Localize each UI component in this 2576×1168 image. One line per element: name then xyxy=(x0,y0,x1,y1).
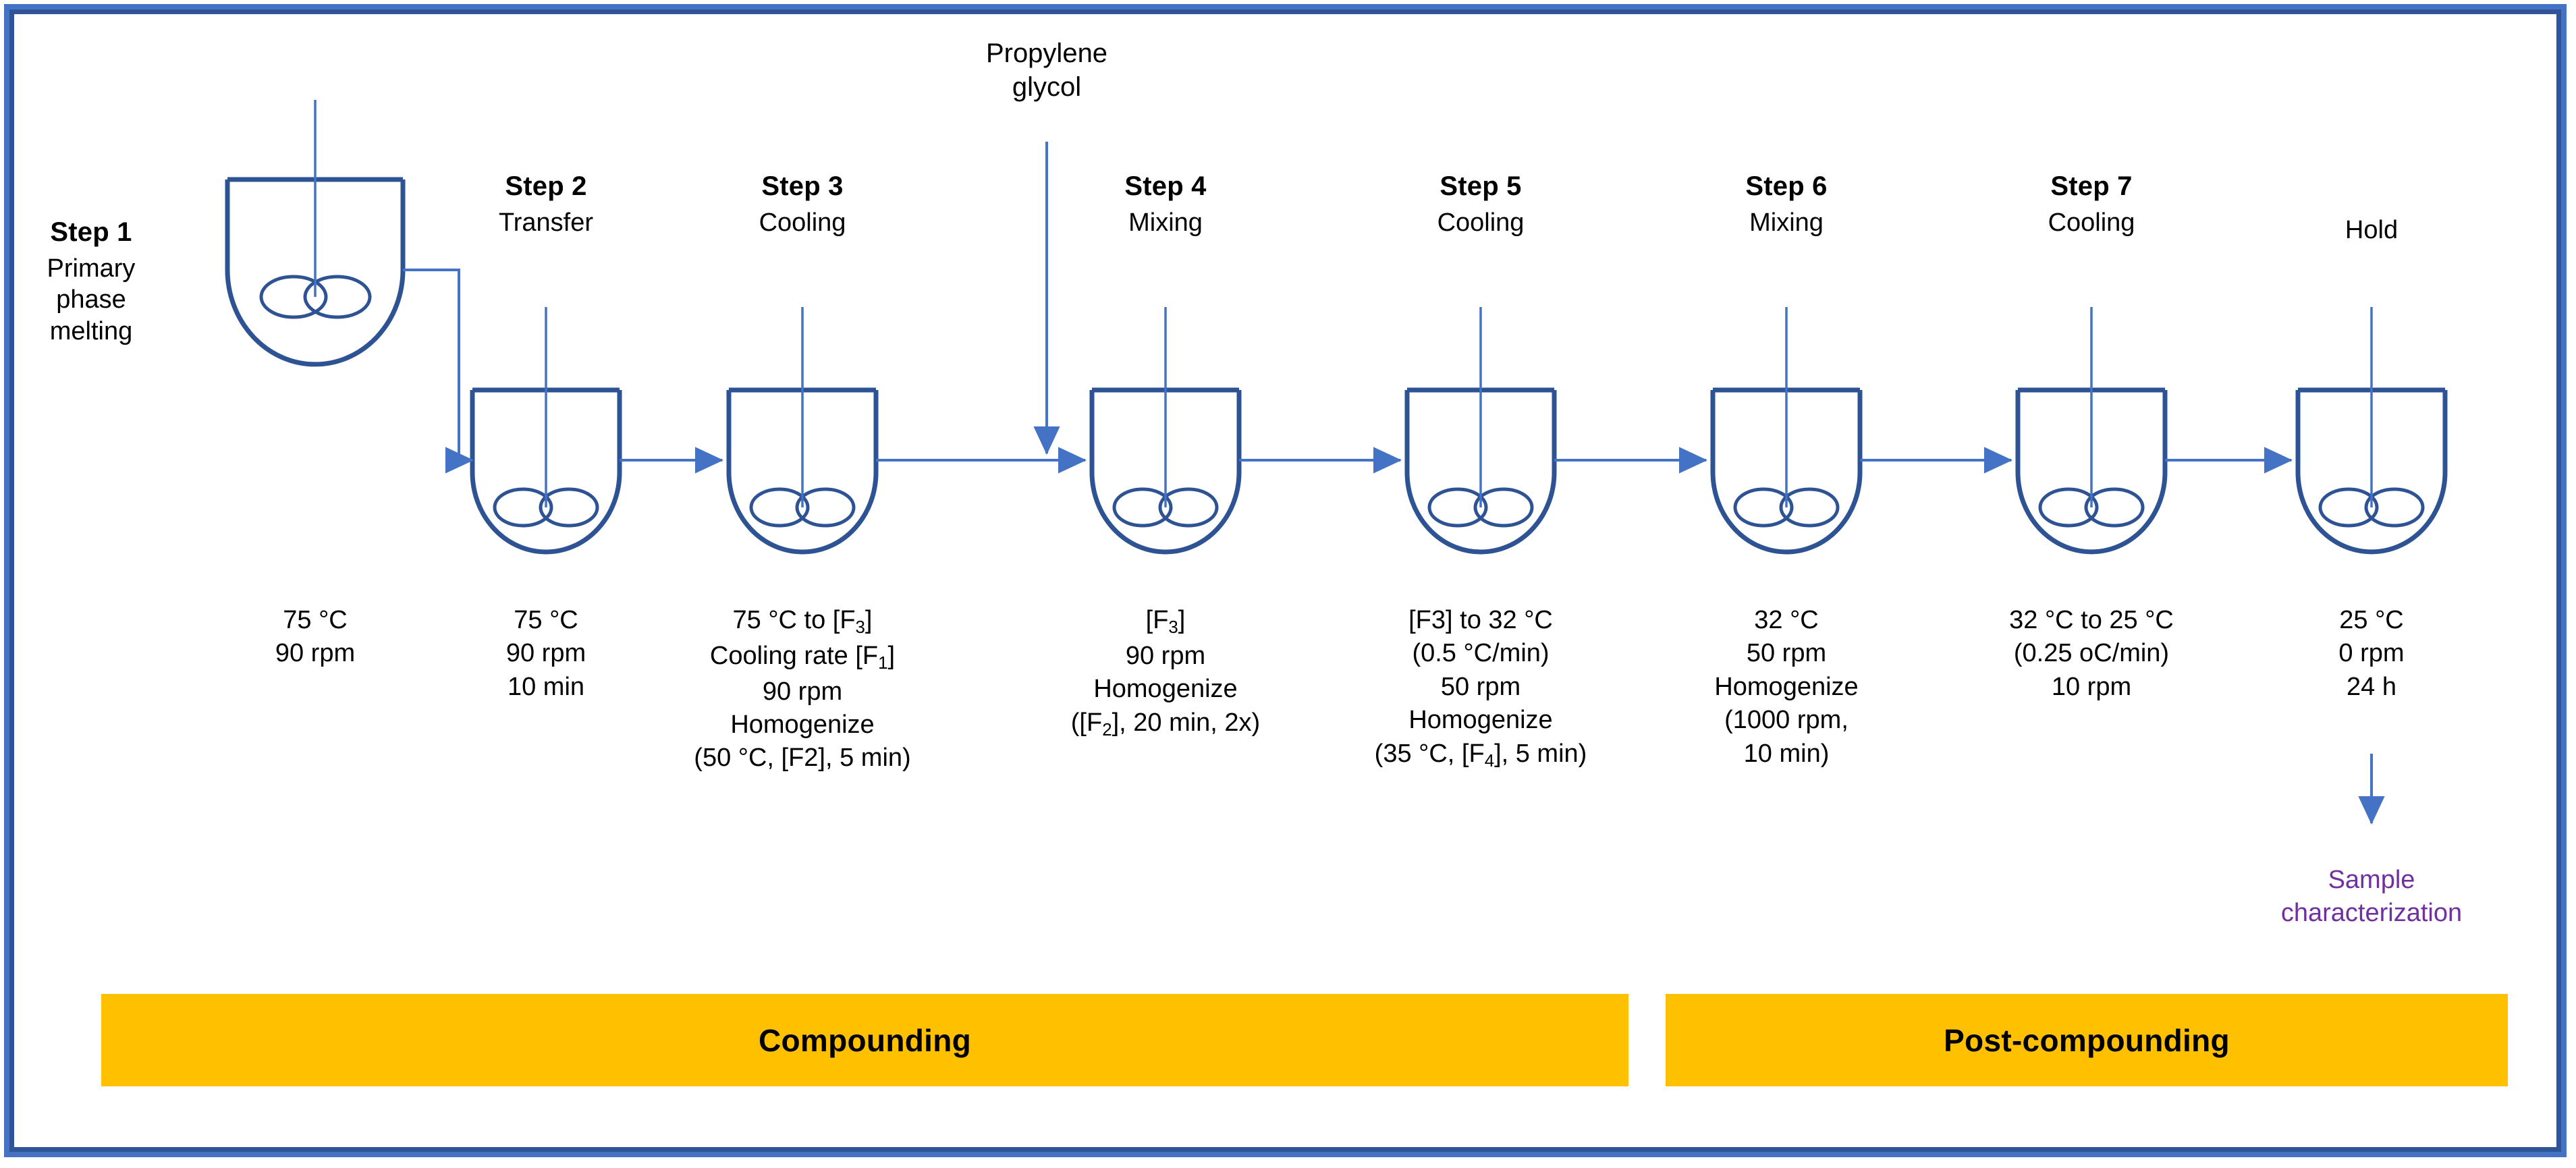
step-header-step-1: Step 1 Primary phase melting xyxy=(0,216,192,347)
params-step-5: [F3] to 32 °C (0.5 °C/min) 50 rpm Homoge… xyxy=(1312,604,1649,773)
params-step-7: 32 °C to 25 °C (0.25 oC/min) 10 rpm xyxy=(1950,604,2233,704)
vessel-step-6 xyxy=(1710,390,1863,555)
outer-frame-border xyxy=(4,4,2567,1157)
params-step-4: [F3] 90 rpm Homogenize ([F2], 20 min, 2x… xyxy=(1016,604,1315,742)
step-1-descriptor-line-2: phase xyxy=(56,285,126,314)
step-7-param-2: (0.25 oC/min) xyxy=(2013,639,2170,668)
outcome-line-2: characterization xyxy=(2280,898,2463,927)
params-step-1: 75 °C 90 rpm xyxy=(214,604,416,671)
step-3-number: Step 3 xyxy=(761,171,844,201)
step-3-param-1: 75 °C to [F3] xyxy=(732,606,873,638)
step-6-number: Step 6 xyxy=(1745,171,1828,201)
step-5-param-2: (0.5 °C/min) xyxy=(1412,639,1550,668)
step-header-step-3: Step 3 Cooling xyxy=(701,170,904,238)
outcome-sample-characterization: Sample characterization xyxy=(2203,864,2540,929)
stirrer-step-4 xyxy=(1112,487,1219,528)
step-3-param-2: Cooling rate [F1] xyxy=(709,641,896,673)
hold-param-2: 0 rpm xyxy=(2338,639,2405,668)
step-5-param-3: 50 rpm xyxy=(1440,672,1521,701)
vessel-hold xyxy=(2295,390,2448,555)
step-6-param-3: Homogenize xyxy=(1714,672,1859,701)
step-4-descriptor: Mixing xyxy=(1128,208,1203,237)
step-3-descriptor: Cooling xyxy=(759,208,846,237)
feed-label-propylene-glycol: Propylene glycol xyxy=(905,37,1188,104)
step-4-param-2: 90 rpm xyxy=(1125,641,1206,670)
stirrer-step-2 xyxy=(493,487,599,528)
hold-param-3: 24 h xyxy=(2347,672,2396,701)
step-4-param-1: [F3] xyxy=(1145,606,1186,638)
step-header-step-7: Step 7 Cooling xyxy=(1990,170,2193,238)
stirrer-hold xyxy=(2318,487,2425,528)
step-6-param-4: (1000 rpm, xyxy=(1724,706,1848,735)
step-header-step-6: Step 6 Mixing xyxy=(1685,170,1888,238)
step-1-param-2: 90 rpm xyxy=(275,639,356,668)
step-4-number: Step 4 xyxy=(1124,171,1207,201)
step-6-descriptor: Mixing xyxy=(1749,208,1824,237)
feed-label-line-2: glycol xyxy=(1012,72,1082,102)
hold-descriptor: Hold xyxy=(2345,216,2399,244)
step-2-param-1: 75 °C xyxy=(514,606,578,634)
step-header-step-4: Step 4 Mixing xyxy=(1064,170,1267,238)
step-1-number: Step 1 xyxy=(50,217,132,247)
step-3-param-3: 90 rpm xyxy=(762,677,843,706)
step-2-param-2: 90 rpm xyxy=(505,639,586,668)
params-hold: 25 °C 0 rpm 24 h xyxy=(2270,604,2473,704)
vessel-step-7 xyxy=(2015,390,2168,555)
step-2-number: Step 2 xyxy=(505,171,587,201)
step-5-param-1: [F3] to 32 °C xyxy=(1408,606,1553,634)
step-header-hold: Hold xyxy=(2270,215,2473,246)
step-1-descriptor-line-1: Primary xyxy=(47,254,136,283)
phase-banner-compounding-label: Compounding xyxy=(759,1022,971,1058)
step-header-step-2: Step 2 Transfer xyxy=(445,170,647,238)
step-3-param-4: Homogenize xyxy=(730,711,875,740)
step-1-descriptor-line-3: melting xyxy=(49,316,133,345)
stirrer-step-6 xyxy=(1733,487,1840,528)
outcome-line-1: Sample xyxy=(2328,866,2415,894)
step-6-param-2: 50 rpm xyxy=(1746,639,1827,668)
params-step-2: 75 °C 90 rpm 10 min xyxy=(445,604,647,704)
vessel-step-2 xyxy=(470,390,622,555)
step-header-step-5: Step 5 Cooling xyxy=(1379,170,1582,238)
params-step-6: 32 °C 50 rpm Homogenize (1000 rpm, 10 mi… xyxy=(1651,604,1921,771)
step-3-param-5: (50 °C, [F2], 5 min) xyxy=(694,744,911,773)
step-7-param-3: 10 rpm xyxy=(2051,672,2132,701)
stirrer-step-1 xyxy=(259,275,372,319)
hold-param-1: 25 °C xyxy=(2339,606,2404,634)
phase-banner-compounding: Compounding xyxy=(101,994,1628,1086)
inner-frame-border xyxy=(9,9,2561,1152)
stirrer-step-5 xyxy=(1427,487,1534,528)
params-step-3: 75 °C to [F3] Cooling rate [F1] 90 rpm H… xyxy=(653,604,952,775)
step-5-param-4: Homogenize xyxy=(1408,706,1553,735)
step-5-number: Step 5 xyxy=(1440,171,1522,201)
step-6-param-5: 10 min) xyxy=(1743,739,1830,768)
stirrer-step-3 xyxy=(749,487,856,528)
feed-label-line-1: Propylene xyxy=(985,38,1108,68)
step-7-descriptor: Cooling xyxy=(2048,208,2135,237)
vessel-step-1 xyxy=(225,179,406,367)
step-4-param-4: ([F2], 20 min, 2x) xyxy=(1070,708,1261,740)
step-5-descriptor: Cooling xyxy=(1437,208,1525,237)
step-7-param-1: 32 °C to 25 °C xyxy=(2009,606,2174,634)
vessel-step-5 xyxy=(1404,390,1557,555)
stirrer-step-7 xyxy=(2038,487,2145,528)
step-6-param-1: 32 °C xyxy=(1754,606,1819,634)
step-2-param-3: 10 min xyxy=(507,672,585,701)
phase-banner-post-compounding: Post-compounding xyxy=(1666,994,2508,1086)
vessel-step-3 xyxy=(726,390,879,555)
step-5-param-5: (35 °C, [F4], 5 min) xyxy=(1374,739,1587,771)
phase-banner-post-compounding-label: Post-compounding xyxy=(1944,1022,2230,1058)
flow-step1-to-step2-path xyxy=(403,269,466,462)
step-4-param-3: Homogenize xyxy=(1093,675,1238,704)
step-7-number: Step 7 xyxy=(2050,171,2133,201)
step-1-param-1: 75 °C xyxy=(283,606,348,634)
step-2-descriptor: Transfer xyxy=(498,208,594,237)
vessel-step-4 xyxy=(1089,390,1242,555)
